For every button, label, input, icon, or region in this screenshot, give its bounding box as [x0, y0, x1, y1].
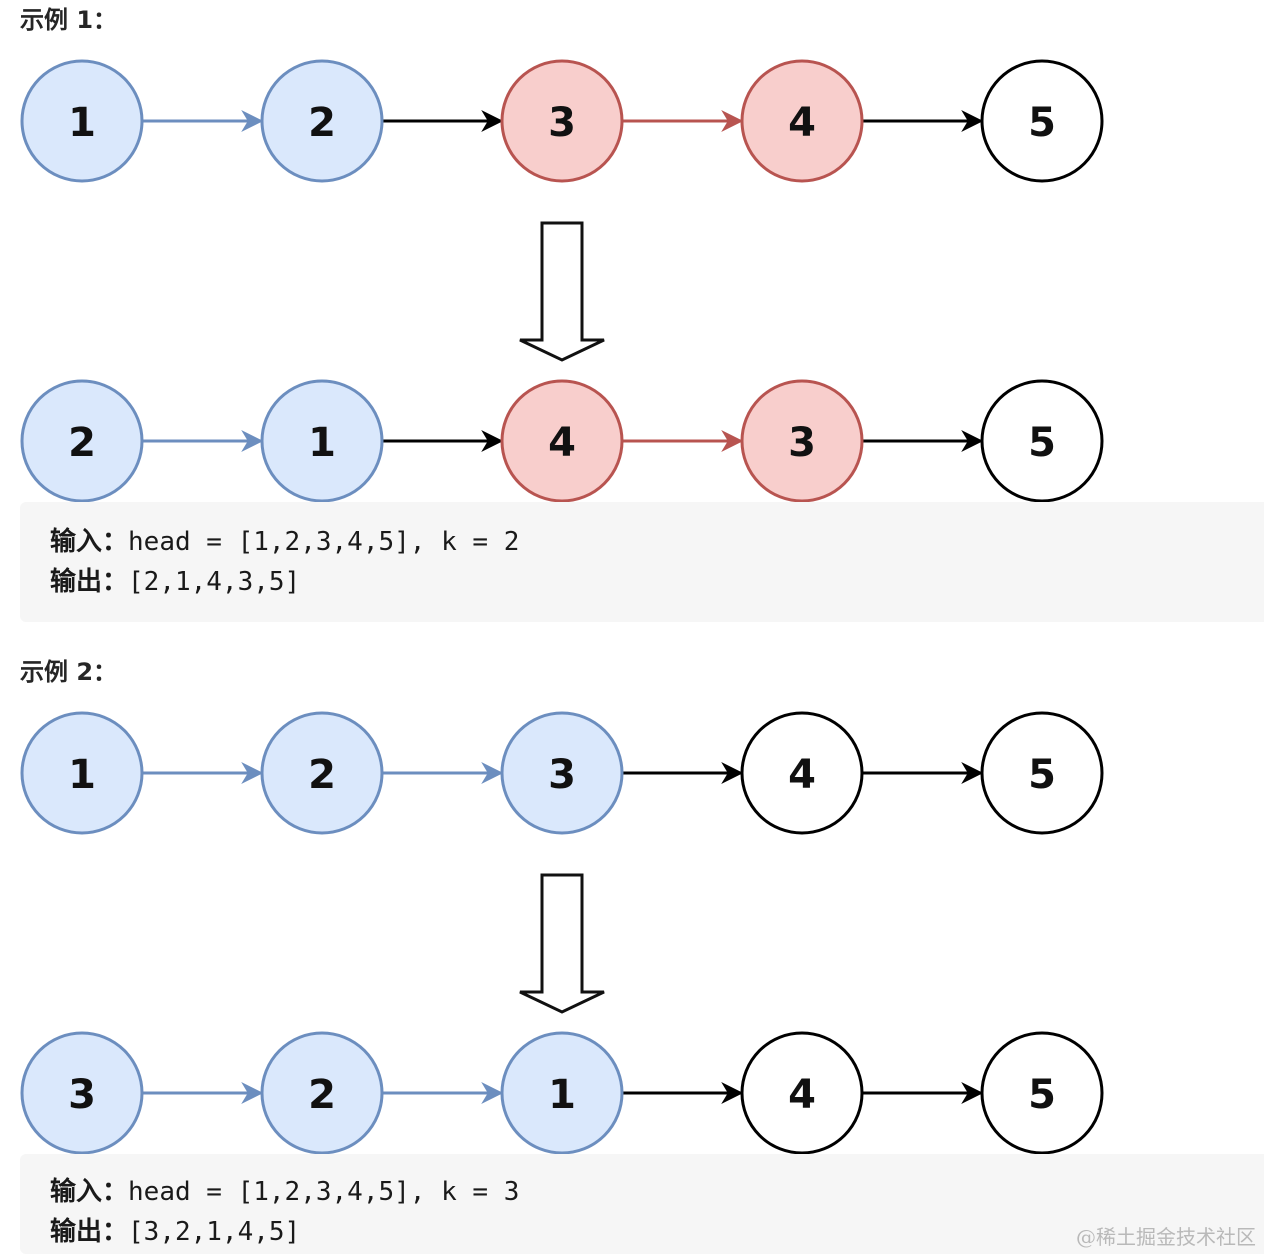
list-node — [740, 59, 864, 183]
output-label: 输出： — [50, 567, 129, 597]
input-line: 输入：head = [1,2,3,4,5], k = 3 — [50, 1172, 1234, 1212]
input-label: 输入： — [50, 1177, 129, 1207]
list-node — [20, 59, 144, 183]
node-value-label: 1 — [68, 100, 96, 146]
node-value-label: 1 — [548, 1072, 576, 1118]
node-value-label: 3 — [68, 1072, 96, 1118]
example-2-code-block: 输入：head = [1,2,3,4,5], k = 3 输出：[3,2,1,4… — [20, 1154, 1264, 1254]
example-1-title: 示例 1： — [20, 6, 118, 34]
node-value-label: 2 — [308, 1072, 336, 1118]
output-value: [2,1,4,3,5] — [128, 567, 301, 597]
node-value-label: 3 — [788, 420, 816, 466]
list-node — [260, 711, 384, 835]
node-value-label: 3 — [548, 752, 576, 798]
node-value-label: 4 — [788, 1072, 816, 1118]
transform-down-arrow — [519, 221, 605, 362]
node-value-label: 1 — [68, 752, 96, 798]
list-node — [500, 711, 624, 835]
node-value-label: 1 — [308, 420, 336, 466]
list-node — [980, 1031, 1104, 1155]
node-value-label: 2 — [308, 752, 336, 798]
input-line: 输入：head = [1,2,3,4,5], k = 2 — [50, 522, 1234, 562]
output-line: 输出：[3,2,1,4,5] — [50, 1212, 1234, 1252]
list-node — [500, 59, 624, 183]
node-value-label: 4 — [788, 100, 816, 146]
list-node — [500, 1031, 624, 1155]
list-node — [980, 379, 1104, 503]
node-value-label: 5 — [1028, 752, 1056, 798]
node-value-label: 4 — [548, 420, 576, 466]
node-value-label: 3 — [548, 100, 576, 146]
list-node — [500, 379, 624, 503]
node-value-label: 2 — [308, 100, 336, 146]
list-node — [980, 711, 1104, 835]
watermark: @稀土掘金技术社区 — [1076, 1225, 1256, 1249]
node-value-label: 5 — [1028, 100, 1056, 146]
input-value: head = [1,2,3,4,5], k = 2 — [128, 527, 520, 557]
input-label: 输入： — [50, 527, 129, 557]
node-value-label: 4 — [788, 752, 816, 798]
transform-down-arrow — [519, 873, 605, 1014]
output-line: 输出：[2,1,4,3,5] — [50, 562, 1234, 602]
node-value-label: 5 — [1028, 420, 1056, 466]
list-node — [740, 379, 864, 503]
list-node — [20, 379, 144, 503]
list-node — [20, 711, 144, 835]
list-node — [740, 1031, 864, 1155]
node-value-label: 5 — [1028, 1072, 1056, 1118]
output-label: 输出： — [50, 1217, 129, 1247]
node-value-label: 2 — [68, 420, 96, 466]
list-node — [980, 59, 1104, 183]
list-node — [260, 59, 384, 183]
list-node — [260, 379, 384, 503]
list-node — [740, 711, 864, 835]
output-value: [3,2,1,4,5] — [128, 1217, 301, 1247]
list-node — [260, 1031, 384, 1155]
example-2-title: 示例 2： — [20, 658, 118, 686]
example-1-code-block: 输入：head = [1,2,3,4,5], k = 2 输出：[2,1,4,3… — [20, 502, 1264, 622]
input-value: head = [1,2,3,4,5], k = 3 — [128, 1177, 520, 1207]
list-node — [20, 1031, 144, 1155]
